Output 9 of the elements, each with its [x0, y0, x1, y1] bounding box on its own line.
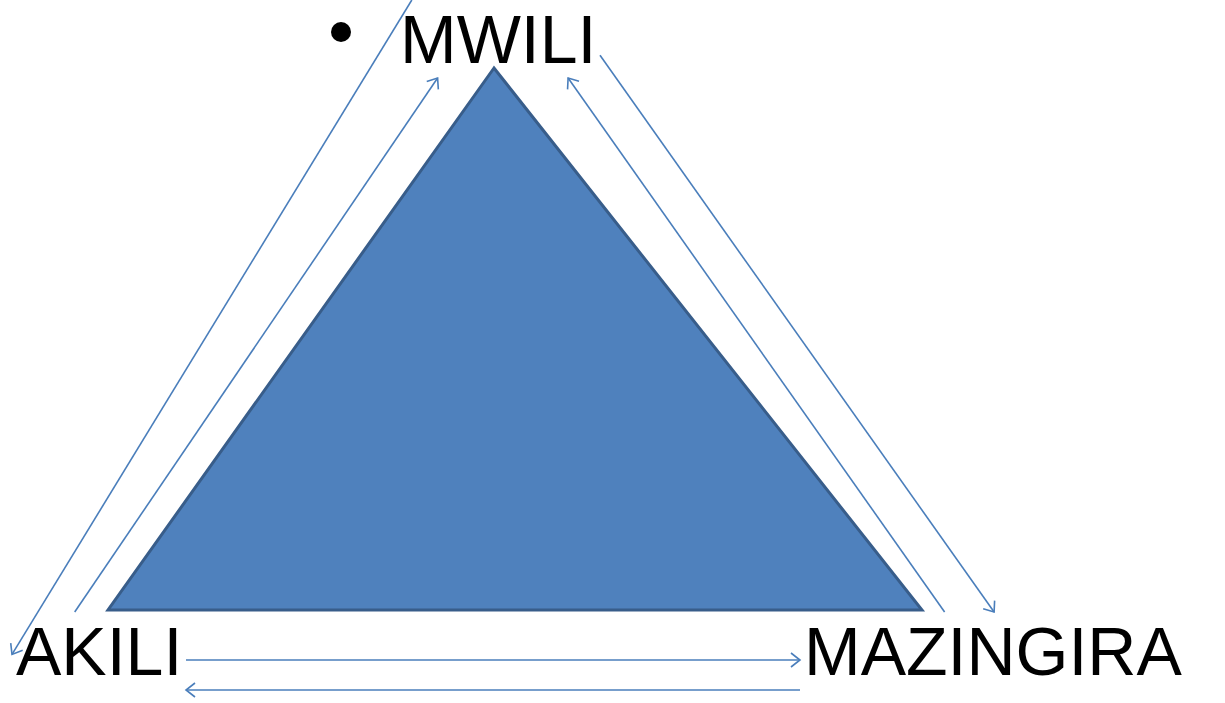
node-label: MAZINGIRA — [800, 612, 1186, 690]
arrow — [185, 682, 801, 698]
arrow — [566, 77, 946, 613]
node-label: MWILI — [396, 0, 601, 78]
arrow — [185, 652, 801, 668]
arrow — [599, 54, 996, 613]
node-label: AKILI — [12, 612, 187, 690]
arrow — [73, 77, 440, 613]
arrow — [9, 0, 413, 656]
